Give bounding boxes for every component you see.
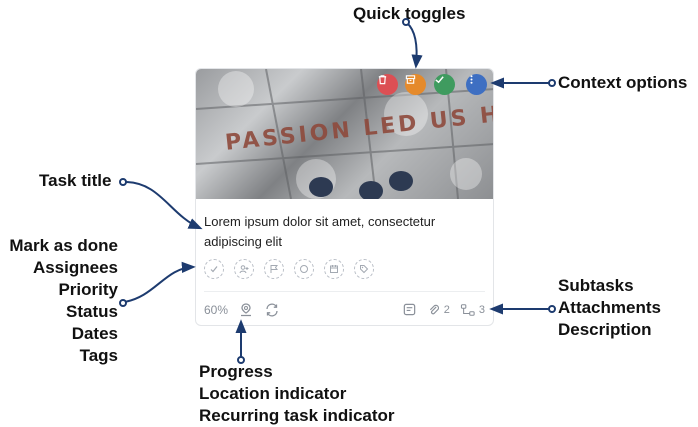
flag-icon	[270, 265, 278, 273]
assignees-button[interactable]	[234, 259, 254, 279]
label-status: Status	[66, 302, 118, 321]
label-location-indicator: Location indicator	[199, 384, 347, 403]
footer-counts: 2 3	[402, 302, 485, 317]
label-quick-toggles: Quick toggles	[353, 4, 466, 23]
label-attachments: Attachments	[558, 298, 661, 317]
label-task-title: Task title	[39, 171, 112, 190]
mark-done-button[interactable]	[204, 259, 224, 279]
arrow-quick-toggles	[406, 22, 423, 69]
dot-context-options	[548, 79, 556, 87]
label-description: Description	[558, 320, 652, 339]
recurring-icon[interactable]	[264, 302, 280, 318]
dot-actions	[119, 299, 127, 307]
trash-icon	[378, 75, 387, 85]
dot-counts	[548, 305, 556, 313]
arrow-task-title	[124, 181, 203, 230]
label-dates: Dates	[71, 324, 118, 343]
footer-indicators: 60%	[204, 302, 280, 318]
dot-progress	[237, 356, 245, 364]
label-recurring-indicator: Recurring task indicator	[199, 406, 395, 425]
label-tags: Tags	[79, 346, 118, 365]
shoes	[309, 171, 413, 199]
attachments-indicator[interactable]: 2	[427, 303, 450, 317]
cover-pavement	[196, 69, 493, 199]
label-context-options: Context options	[558, 73, 688, 92]
quick-actions	[204, 259, 374, 279]
subtasks-count: 3	[478, 303, 485, 316]
location-icon[interactable]	[238, 302, 254, 318]
task-card[interactable]: PASSION LED US HERE Lorem ipsum dolor si…	[195, 68, 494, 326]
user-add-icon	[239, 265, 249, 274]
cover-image: PASSION LED US HERE	[196, 69, 493, 199]
progress-value: 60%	[204, 303, 229, 317]
description-icon[interactable]	[402, 302, 417, 317]
calendar-icon	[330, 265, 338, 273]
dot-quick-toggles	[402, 18, 410, 26]
task-title[interactable]: Lorem ipsum dolor sit amet, consectetur …	[204, 214, 436, 249]
status-button[interactable]	[294, 259, 314, 279]
more-vertical-icon	[470, 75, 473, 84]
dot-task-title	[119, 178, 127, 186]
label-assignees: Assignees	[32, 258, 118, 277]
delete-toggle[interactable]	[377, 74, 398, 95]
tags-button[interactable]	[354, 259, 374, 279]
archive-toggle[interactable]	[405, 74, 426, 95]
tag-icon	[360, 265, 369, 274]
subtasks-indicator[interactable]: 3	[460, 303, 485, 317]
archive-icon	[405, 75, 416, 84]
priority-button[interactable]	[264, 259, 284, 279]
check-icon	[210, 266, 218, 273]
label-mark-as-done: Mark as done	[9, 236, 118, 255]
label-progress: Progress	[199, 362, 273, 381]
attachments-count: 2	[443, 303, 450, 316]
arrow-actions	[123, 261, 196, 303]
context-menu-button[interactable]	[466, 74, 487, 95]
subtasks-icon	[460, 303, 475, 316]
complete-toggle[interactable]	[434, 74, 455, 95]
label-subtasks: Subtasks	[558, 276, 634, 295]
paperclip-icon	[429, 304, 439, 314]
check-icon	[435, 76, 444, 84]
label-priority: Priority	[58, 280, 118, 299]
dates-button[interactable]	[324, 259, 344, 279]
status-circle-icon	[300, 265, 308, 273]
footer-divider	[204, 291, 485, 292]
